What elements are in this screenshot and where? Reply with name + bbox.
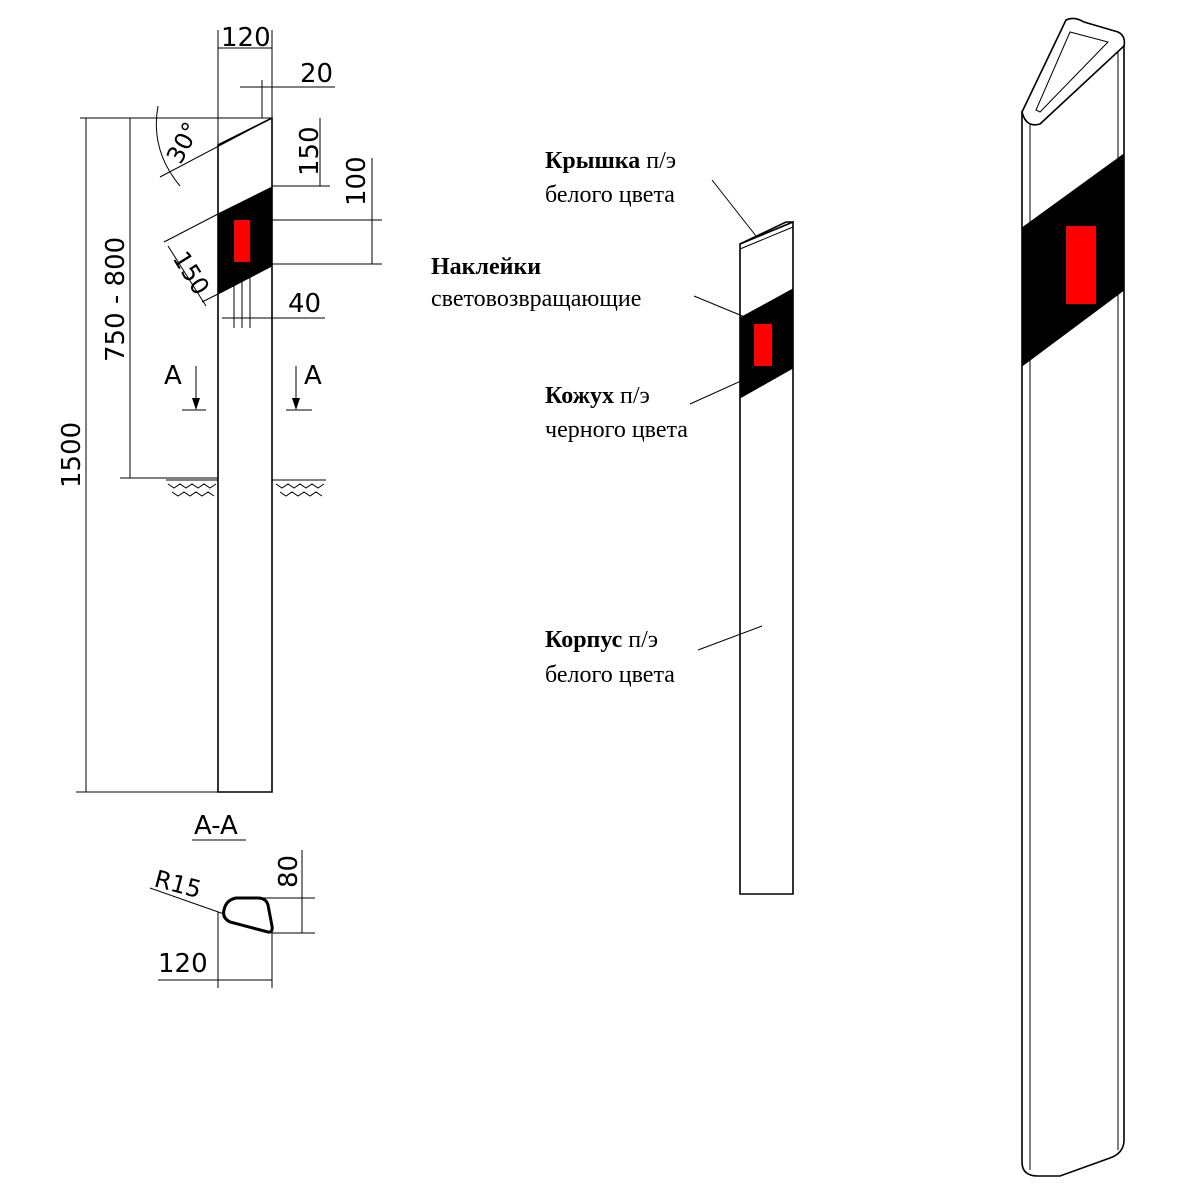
section-mark-left: A <box>164 361 182 391</box>
label-sticker-desc: световозвращающие <box>431 286 641 312</box>
dim-cap-offset: 20 <box>300 59 333 89</box>
post-3d-reflector <box>1066 226 1096 304</box>
label-body-title: Корпус <box>545 627 623 653</box>
label-body-desc: белого цвета <box>545 662 675 688</box>
label-sleeve: Кожух п/э <box>545 383 650 409</box>
dim-angle: 30° <box>161 117 206 168</box>
section-profile <box>222 896 274 934</box>
label-sticker-title: Наклейки <box>431 254 541 280</box>
section-title: A-A <box>194 811 238 841</box>
dim-burial: 750 - 800 <box>101 237 131 362</box>
ground-hatch <box>166 479 326 497</box>
dim-reflector-height: 100 <box>342 156 372 206</box>
front-view: Крышка п/э белого цвета Наклейки светово… <box>431 148 794 895</box>
label-cap-suffix: п/э <box>640 148 676 174</box>
reflector-front <box>754 324 772 366</box>
section-mark-right: A <box>304 361 322 391</box>
reflector-sticker <box>234 220 250 262</box>
label-cap: Крышка п/э <box>545 148 676 174</box>
label-body: Корпус п/э <box>545 627 658 653</box>
section-view: A-A R15 80 120 <box>149 811 315 988</box>
label-body-suffix: п/э <box>622 627 658 653</box>
dim-cap-to-band: 150 <box>295 126 325 176</box>
label-sleeve-desc: черного цвета <box>545 417 688 443</box>
post-3d-cap <box>1021 17 1126 126</box>
dim-width-top: 120 <box>221 23 271 53</box>
label-cap-title: Крышка <box>545 148 640 174</box>
section-width: 120 <box>158 949 208 979</box>
label-sleeve-title: Кожух <box>545 383 614 409</box>
dim-reflector-width: 40 <box>288 289 321 319</box>
label-cap-desc: белого цвета <box>545 182 675 208</box>
isometric-view <box>1021 17 1126 1177</box>
orthographic-view: 120 20 30° 150 100 150 40 750 - 800 <box>57 23 382 793</box>
dim-band-width: 150 <box>167 246 215 300</box>
section-depth: 80 <box>274 855 304 888</box>
label-sleeve-suffix: п/э <box>614 383 650 409</box>
dim-total-height: 1500 <box>57 422 87 488</box>
